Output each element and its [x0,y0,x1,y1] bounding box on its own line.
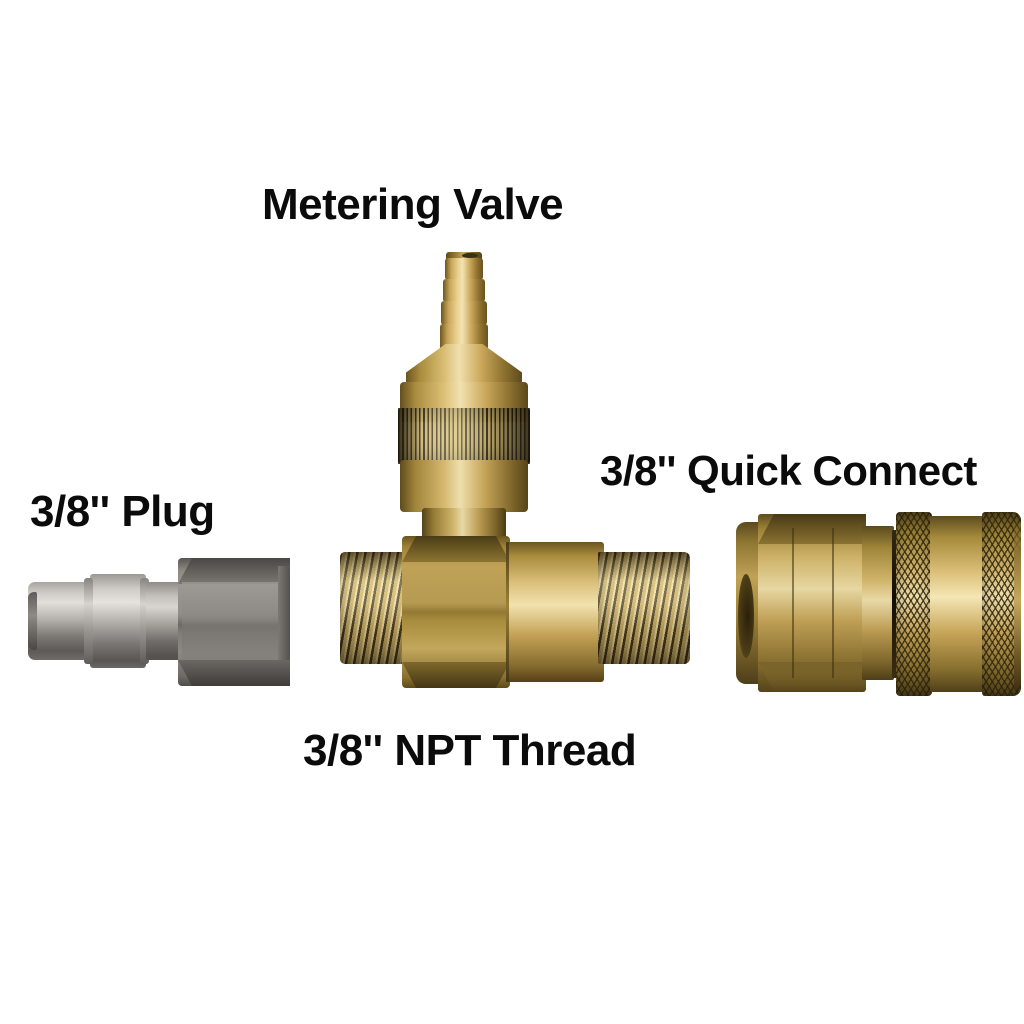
npt-body-barrel [506,542,604,682]
plug-hex-edge [278,566,290,678]
plug-groove-ring-2 [140,578,149,664]
valve-hose-barb [440,252,488,350]
qc-hex-body [758,514,866,692]
valve-barb-ridge-1 [445,258,483,280]
qc-sleeve-lip [1014,518,1021,690]
qc-socket-bore [738,574,754,658]
npt-male-thread-right [598,552,690,664]
qc-hex-facet-line-1 [792,528,794,678]
qc-knurled-sleeve-band-1[interactable] [896,512,932,696]
plug-groove-ring-1 [84,578,93,664]
qc-hex-facet-line-2 [832,528,834,678]
label-plug: 3/8'' Plug [30,487,215,536]
plug-hex-nut [178,558,290,686]
label-npt-thread: 3/8'' NPT Thread [303,726,637,775]
plug-nipple-nose [28,582,90,660]
valve-barb-ridge-2 [443,279,485,302]
valve-barb-ridge-3 [441,301,487,325]
valve-knurled-adjust-collar[interactable] [398,408,530,464]
npt-body-seam [506,542,509,682]
valve-lower-collar [400,460,528,512]
qc-sleeve-gap [892,530,898,678]
part-metering-valve [340,252,690,712]
label-quick-connect: 3/8'' Quick Connect [600,447,977,494]
part-quick-connect [736,508,1021,700]
qc-shoulder [862,526,894,680]
npt-body-hex-flats [402,536,510,688]
qc-smooth-sleeve-band[interactable] [930,516,984,692]
valve-barb-bore [462,253,478,258]
plug-hex-face [182,582,286,664]
plug-mid-barrel [90,574,146,668]
valve-barb-tip [446,252,482,260]
label-metering-valve: Metering Valve [262,180,564,229]
part-plug [28,552,298,692]
